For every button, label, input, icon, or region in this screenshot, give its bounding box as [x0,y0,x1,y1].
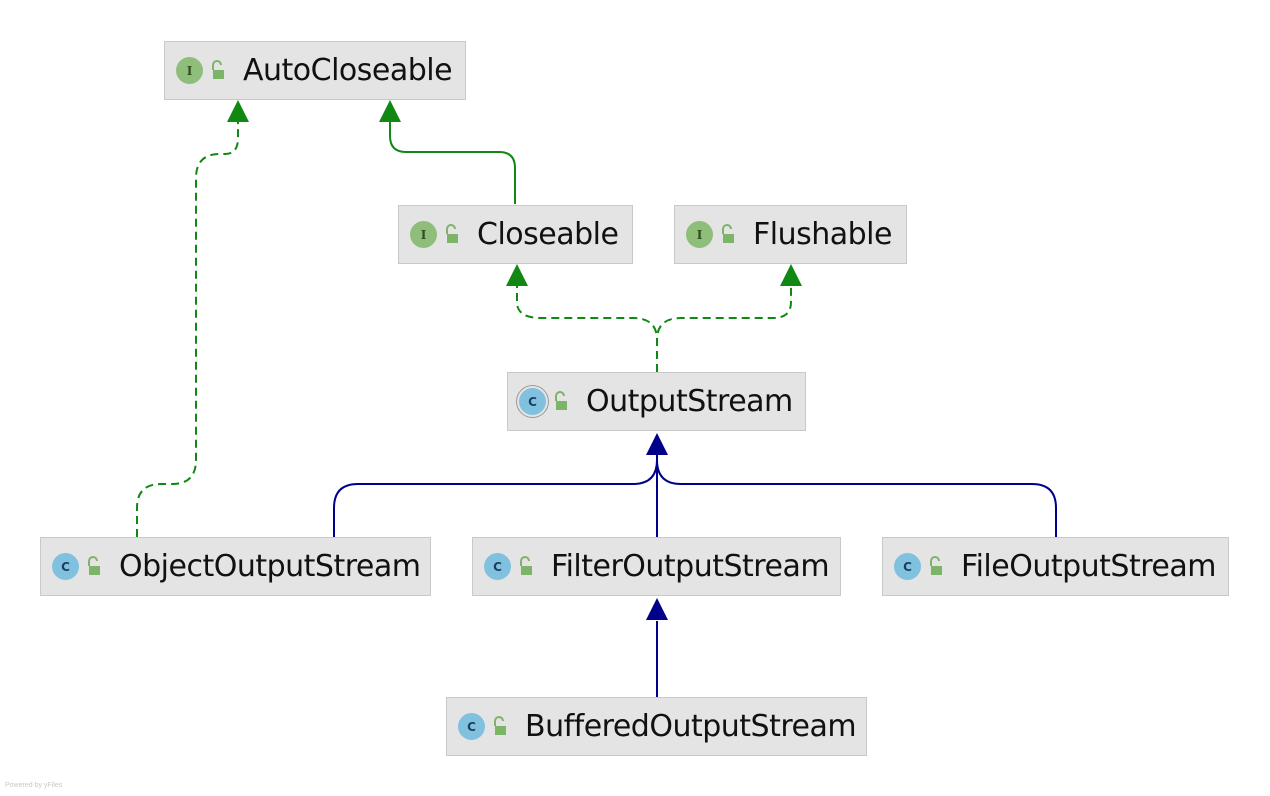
interface-icon: I [176,57,203,84]
unlocked-icon [446,223,458,243]
class-icon: C [458,713,485,740]
node-outputstream[interactable]: C OutputStream [507,372,806,431]
edge-objectoutputstream-to-outputstream [333,455,658,537]
class-icon: C [484,553,511,580]
node-filteroutputstream[interactable]: C FilterOutputStream [472,537,841,596]
node-flushable[interactable]: I Flushable [674,205,907,264]
node-label: FilterOutputStream [551,549,830,584]
node-closeable[interactable]: I Closeable [398,205,633,264]
node-label: AutoCloseable [243,53,453,88]
interface-icon: I [410,221,437,248]
arrowhead-autocloseable-solid [379,100,401,122]
unlocked-icon [494,715,506,735]
watermark: Powered by yFiles [5,782,63,789]
unlocked-icon [555,390,567,410]
unlocked-icon [520,555,532,575]
class-icon: C [894,553,921,580]
node-label: OutputStream [586,384,793,419]
interface-icon: I [686,221,713,248]
node-autocloseable[interactable]: I AutoCloseable [164,41,466,100]
unlocked-icon [88,555,100,575]
arrowhead-autocloseable-dashed [227,100,249,122]
arrowhead-closeable [506,264,528,286]
node-objectoutputstream[interactable]: C ObjectOutputStream [40,537,431,596]
unlocked-icon [212,59,224,79]
unlocked-icon [930,555,942,575]
class-icon: C [52,553,79,580]
unlocked-icon [722,223,734,243]
edge-objectoutputstream-to-autocloseable [136,122,239,537]
node-label: Closeable [477,217,619,252]
node-fileoutputstream[interactable]: C FileOutputStream [882,537,1229,596]
arrowhead-flushable [780,264,802,286]
node-label: BufferedOutputStream [525,709,857,744]
abstract-class-icon: C [519,388,546,415]
arrowhead-filteroutputstream [646,598,668,620]
edge-fileoutputstream-to-outputstream [656,455,1057,537]
arrowhead-outputstream [646,433,668,455]
edge-outputstream-to-closeable [516,286,658,372]
node-label: Flushable [753,217,892,252]
node-bufferedoutputstream[interactable]: C BufferedOutputStream [446,697,867,756]
edge-closeable-to-autocloseable [389,122,516,204]
node-label: ObjectOutputStream [119,549,421,584]
node-label: FileOutputStream [961,549,1216,584]
edge-outputstream-to-flushable [656,286,792,372]
